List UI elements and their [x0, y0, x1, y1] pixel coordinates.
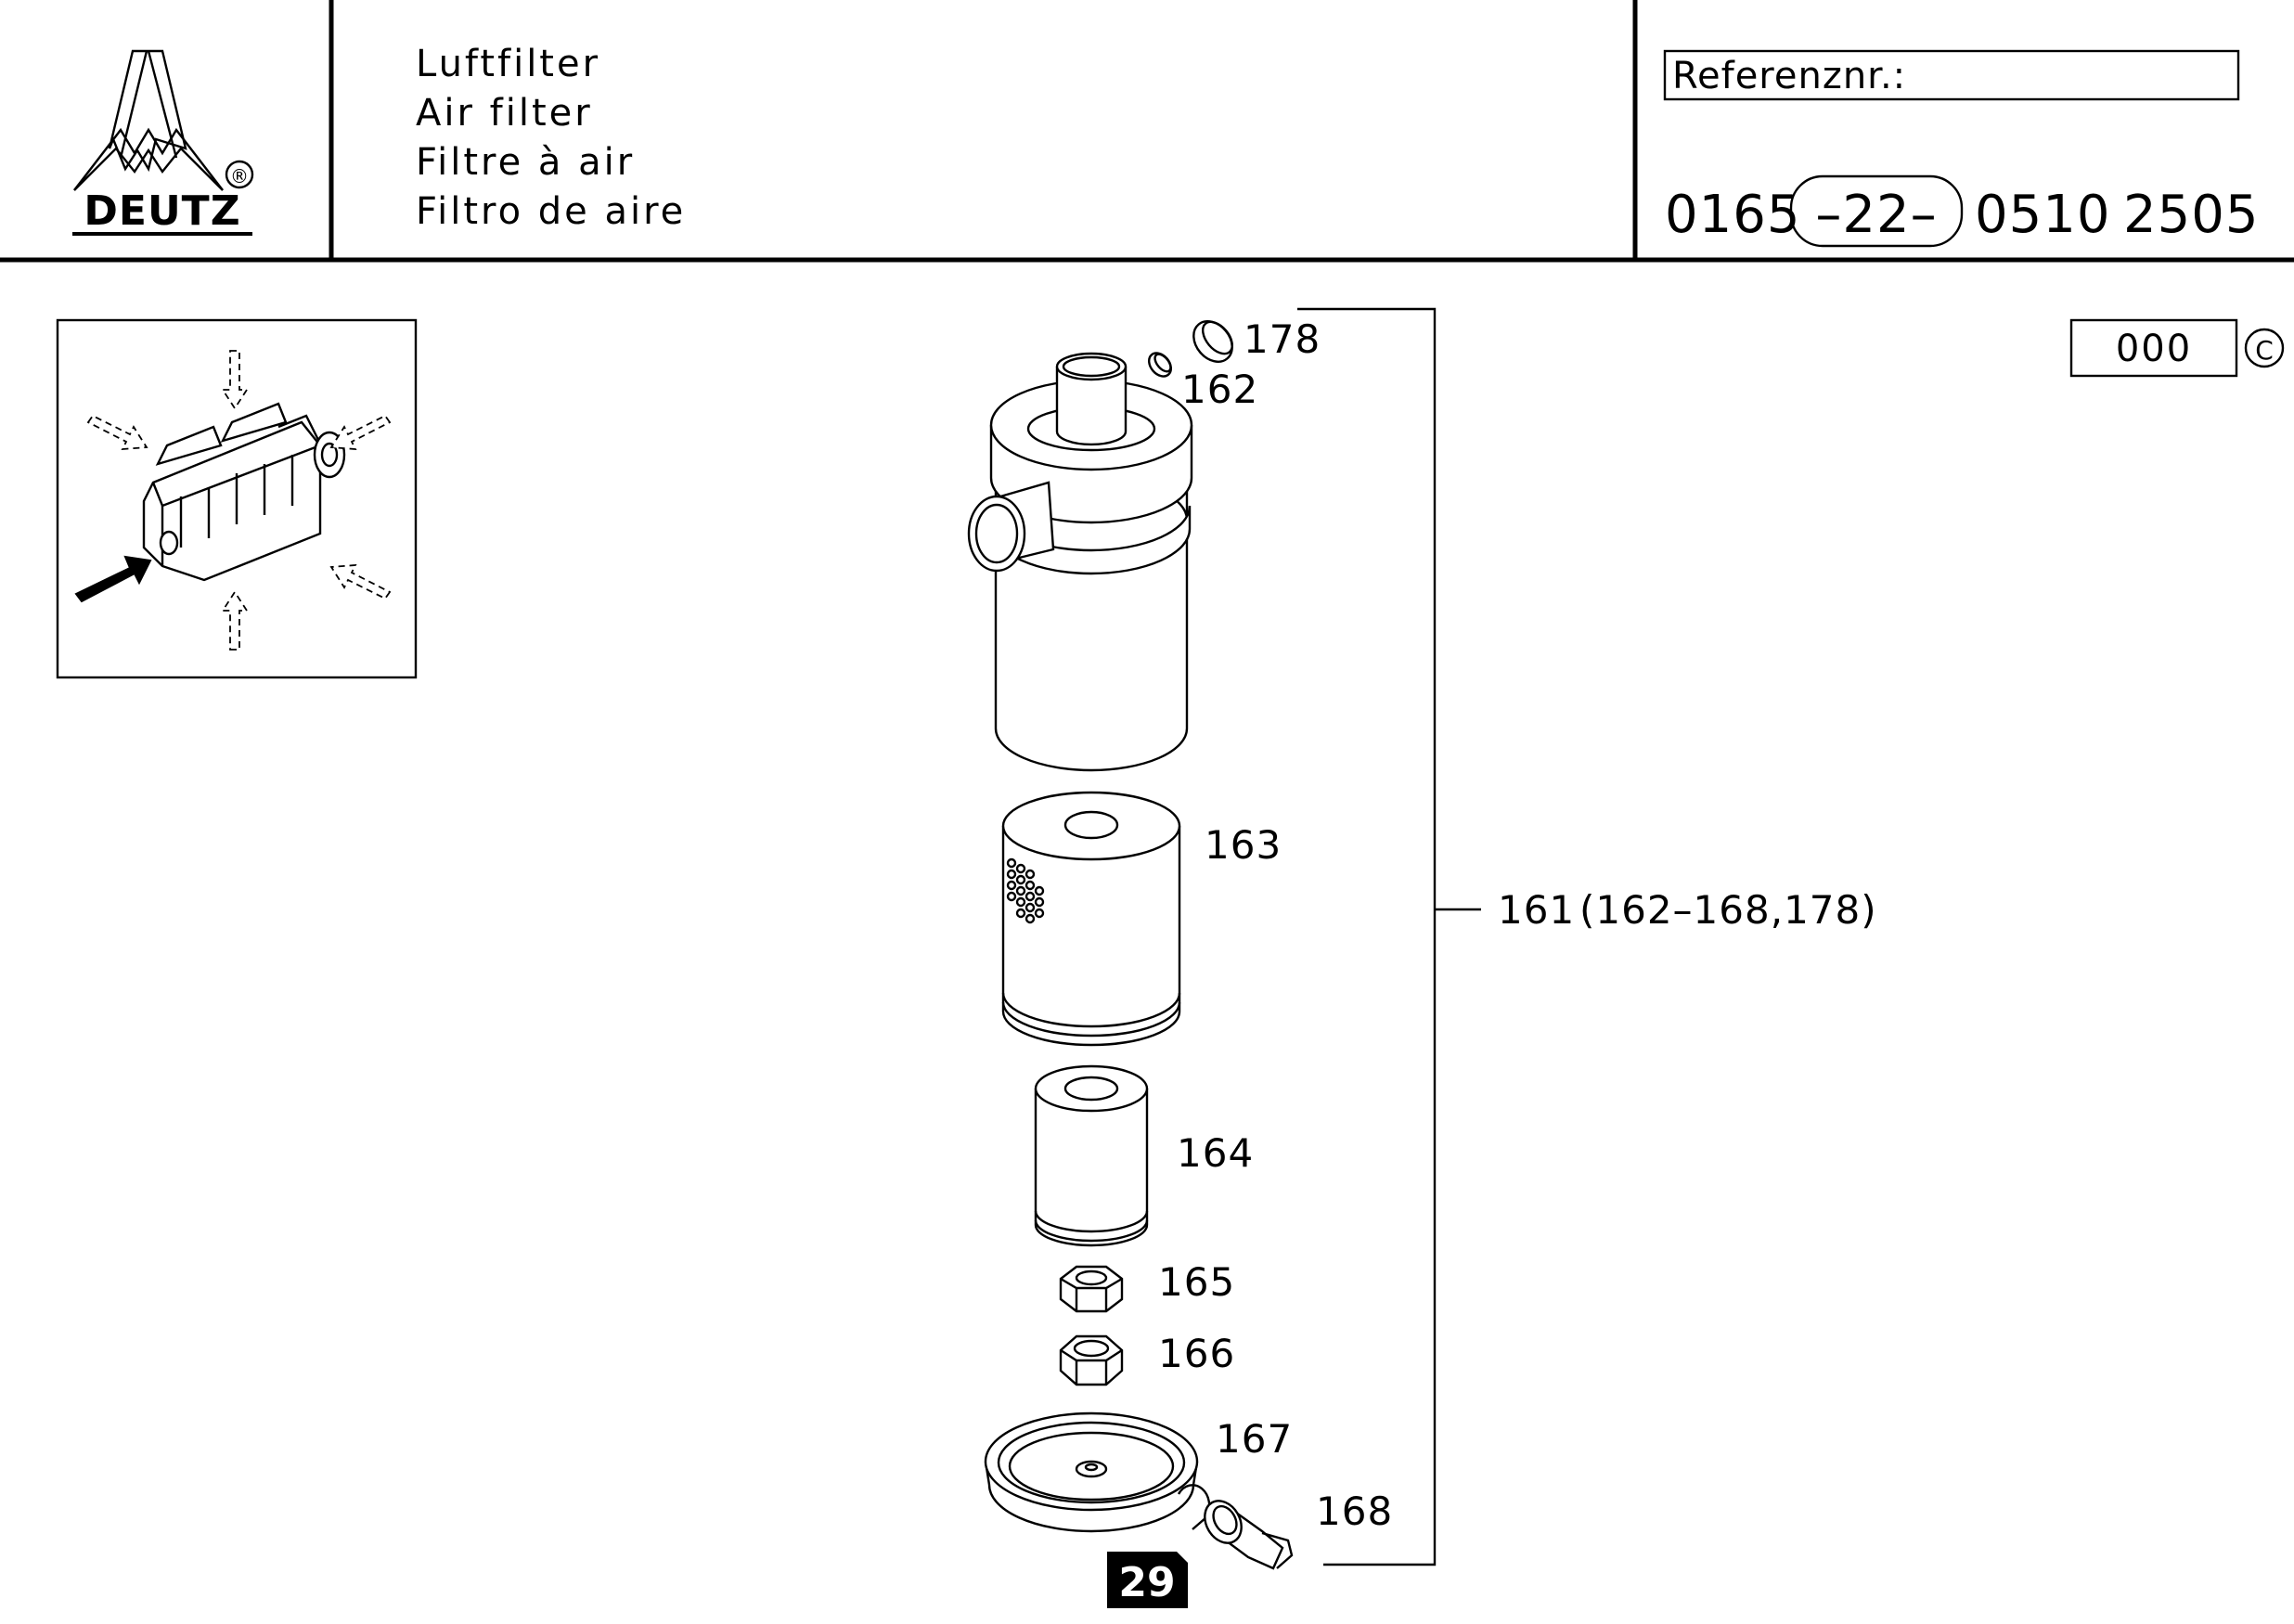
part-165-nut: [1059, 1265, 1124, 1313]
arrow-dashed-topleft-icon: [86, 414, 148, 451]
part-167-bottom-cover: [984, 1411, 1211, 1533]
callout-165: 165: [1158, 1259, 1235, 1305]
part-168-dust-valve: [1204, 1500, 1294, 1570]
part-163-main-filter-element: [1001, 791, 1181, 1047]
arrow-dashed-bottomright-icon: [329, 563, 392, 600]
perforation-pattern-icon: [1006, 857, 1045, 924]
part-164-safety-cartridge: [1034, 1064, 1149, 1247]
callout-164: 164: [1177, 1130, 1254, 1176]
title-es: Filtro de aire: [416, 190, 686, 233]
page-number-badge: 29: [1107, 1552, 1188, 1608]
copyright-symbol: C: [2255, 335, 2274, 366]
reference-group: –22–: [1815, 185, 1937, 245]
brand-name: DEUTZ: [84, 187, 240, 235]
reference-part4: 2505: [2123, 185, 2260, 245]
variant-block: 000 C: [2069, 318, 2285, 378]
engine-location-thumbnail: [56, 318, 418, 679]
variant-code: 000: [2116, 328, 2192, 370]
title-fr: Filtre à air: [416, 141, 635, 184]
assembly-callout: 161: [1498, 887, 1575, 933]
reference-label: Referenznr.:: [1672, 55, 1906, 97]
page-number: 29: [1118, 1559, 1175, 1606]
engine-block-icon: [142, 402, 346, 582]
arrow-dashed-bottom-icon: [221, 590, 249, 651]
callout-167: 167: [1216, 1416, 1293, 1462]
part-callouts: 178 162 163 164 165 166 167 168: [1158, 316, 1393, 1534]
exploded-view: [967, 320, 1294, 1570]
callout-168: 168: [1316, 1489, 1393, 1534]
copyright-icon: [2244, 328, 2285, 368]
registered-mark: ®: [230, 165, 249, 187]
callout-178: 178: [1244, 316, 1321, 362]
part-162-small-cap: [1147, 352, 1173, 378]
assembly-bracket: 161 (162–168,178): [1297, 307, 1877, 1566]
title-block: Luftfilter Air filter Filtre à air Filtr…: [416, 43, 686, 233]
arrow-dashed-top-icon: [221, 350, 249, 410]
reference-block: Referenznr.: 0165 –22– 0510 2505: [1663, 49, 2260, 248]
reference-part1: 0165: [1665, 185, 1801, 245]
callout-163: 163: [1205, 822, 1282, 868]
part-166-nut: [1059, 1334, 1124, 1386]
reference-part3: 0510: [1975, 185, 2111, 245]
header-frame: [0, 0, 2294, 263]
assembly-range: (162–168,178): [1579, 887, 1877, 933]
air-filter-housing: [967, 352, 1193, 772]
deutz-logo: ® DEUTZ: [72, 49, 254, 236]
arrow-dashed-topright-icon: [329, 414, 392, 451]
callout-166: 166: [1158, 1331, 1235, 1376]
arrow-intake-icon: [74, 555, 152, 603]
part-178-cap: [1192, 320, 1234, 363]
title-de: Luftfilter: [416, 43, 600, 85]
title-en: Air filter: [416, 92, 593, 135]
callout-162: 162: [1181, 367, 1258, 412]
registered-mark-icon: [225, 160, 254, 189]
